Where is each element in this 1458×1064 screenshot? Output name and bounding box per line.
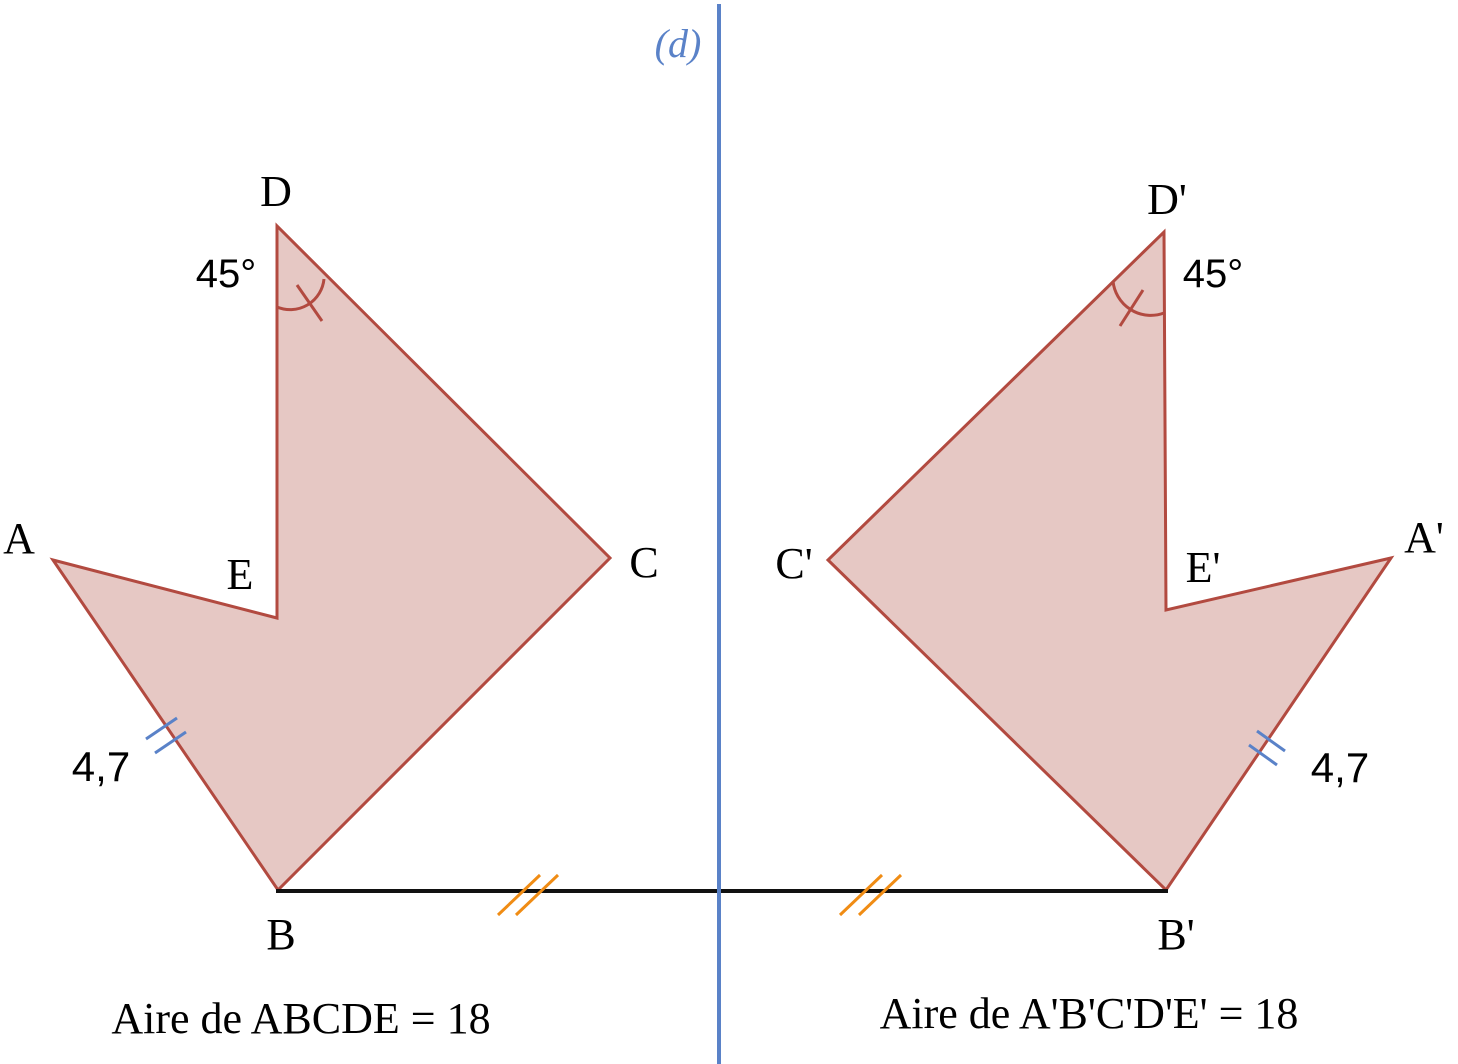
distance-ticks-left — [496, 873, 560, 917]
area-label-left: Aire de ABCDE = 18 — [111, 994, 490, 1043]
angle-arc-d — [276, 278, 326, 312]
vertex-label-b-prime: B' — [1157, 910, 1194, 959]
length-ticks-a-b-prime — [1248, 729, 1286, 767]
vertex-label-a: A — [3, 514, 35, 563]
vertex-label-e-prime: E' — [1186, 543, 1221, 592]
length-label-left: 4,7 — [72, 743, 130, 790]
vertex-label-c-prime: C' — [775, 539, 812, 588]
angle-label-right: 45° — [1183, 252, 1244, 296]
vertex-label-c: C — [629, 538, 658, 587]
angle-tick-d — [295, 284, 324, 322]
vertex-label-d-prime: D' — [1147, 175, 1187, 224]
polygon-abcde — [49, 222, 613, 893]
axis-label: (d) — [655, 21, 702, 66]
angle-tick-d-prime — [1118, 289, 1145, 327]
distance-ticks-right — [838, 873, 903, 917]
vertex-label-a-prime: A' — [1404, 513, 1444, 562]
vertex-label-b: B — [266, 910, 295, 959]
area-label-right: Aire de A'B'C'D'E' = 18 — [880, 989, 1299, 1038]
length-ticks-ab — [145, 716, 187, 755]
vertex-label-d: D — [260, 167, 292, 216]
polygon-a-b-c-d-e-prime — [825, 228, 1395, 893]
length-label-right: 4,7 — [1311, 744, 1369, 791]
vertex-label-e: E — [227, 550, 254, 599]
angle-label-left: 45° — [196, 252, 257, 296]
